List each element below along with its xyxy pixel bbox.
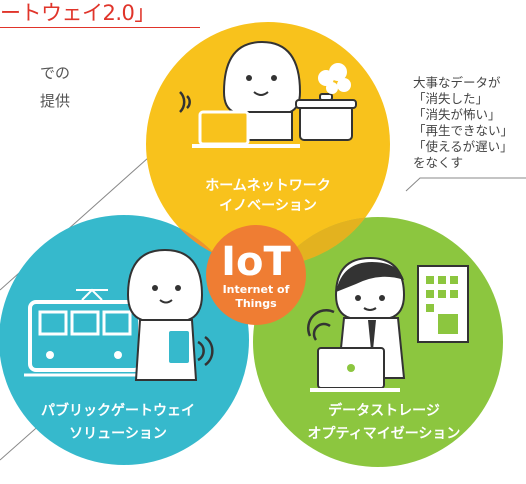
public-label-line-1: パブリックゲートウェイ: [41, 402, 195, 419]
train-illustration: [24, 288, 150, 377]
title-underline: [0, 27, 200, 28]
note-line-2: 「消失した」: [413, 91, 489, 106]
problem-note: 大事なデータが 「消失した」 「消失が怖い」 「再生できない」 「使えるが遅い」…: [413, 75, 526, 171]
note-line-6: をなくす: [413, 155, 464, 170]
left-text-line-2: 提供: [40, 92, 71, 110]
note-line-4: 「再生できない」: [413, 123, 514, 138]
callout-line-right: [405, 177, 526, 192]
iot-subtitle-line-2: Things: [235, 297, 277, 310]
woman-illustration: [126, 248, 214, 381]
page-title: ートウェイ2.0」: [0, 1, 155, 25]
note-line-3: 「消失が怖い」: [413, 107, 501, 122]
note-line-5: 「使えるが遅い」: [413, 139, 513, 154]
iot-subtitle-line-1: Internet of: [223, 283, 290, 296]
iot-title: IoT: [221, 239, 291, 285]
note-line-1: 大事なデータが: [413, 75, 501, 90]
home-label-line-1: ホームネットワーク: [205, 178, 331, 194]
iot-center-circle: [206, 225, 306, 325]
home-illustration: [179, 40, 357, 148]
laptop-illustration: [307, 309, 400, 392]
building-illustration: [417, 265, 469, 343]
home-label-line-2: イノベーション: [219, 198, 317, 214]
storage-label-line-2: オプティマイゼーション: [308, 425, 461, 442]
storage-label-line-1: データストレージ: [328, 402, 440, 419]
public-label-line-2: ソリューション: [69, 426, 167, 442]
left-text-line-1: での: [40, 64, 71, 82]
